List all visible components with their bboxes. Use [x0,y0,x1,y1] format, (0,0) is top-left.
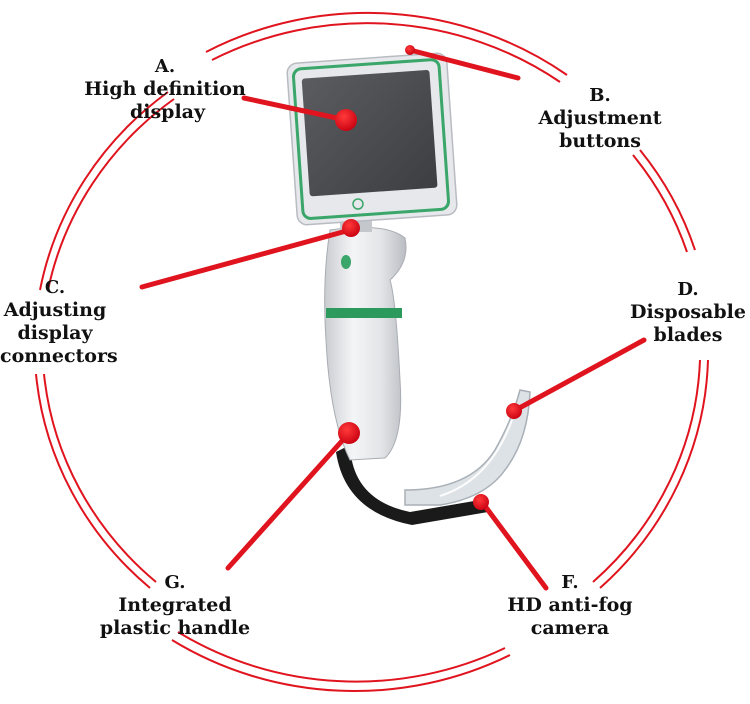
label-g-letter: G. [164,572,186,593]
ring-arc-left-lower-inner [43,373,157,583]
label-g-line2: plastic handle [99,617,251,639]
ring-arc-right-upper-inner [632,154,688,253]
ring-arc-top-inner [211,22,561,83]
laryngoscope-device [286,52,531,525]
label-c-letter: C. [44,277,66,298]
dot-d [506,403,522,419]
dot-b [405,45,415,55]
handle-grip-band [326,308,402,318]
callout-dots [335,45,522,510]
dot-c [342,219,360,237]
label-d: D. Disposable blades [626,278,750,347]
label-d-line1: Disposable [630,301,746,323]
ring-arc-right-lower-inner [592,359,701,583]
label-a: A. High definition display [80,55,250,124]
label-f-line1: HD anti-fog [507,594,633,616]
label-c: C. Adjusting display connectors [0,276,118,368]
blade-dark [336,445,488,525]
label-c-line3: connectors [0,345,118,367]
label-f-letter: F. [561,572,579,593]
label-a-line1: High definition [84,78,246,100]
leader-f [479,499,549,591]
ring-arc-bottom [171,639,511,693]
label-c-line2: display [17,322,93,344]
label-d-letter: D. [677,279,699,300]
leader-b [407,47,521,81]
label-a-line2: display [129,101,206,123]
dot-f [473,494,489,510]
dot-a [335,109,357,131]
ring-arc-top [205,11,568,76]
blade-clear [404,389,531,506]
ring-arc-right-upper [639,149,696,251]
label-d-line2: blades [653,324,723,346]
leader-d [509,337,647,415]
power-button [341,255,351,269]
label-f-line2: camera [530,617,610,639]
label-g: G. Integrated plastic handle [90,571,260,640]
label-b-letter: B. [589,85,611,106]
label-c-line1: Adjusting [3,299,107,321]
monitor-home-button [352,198,364,210]
label-a-letter: A. [154,56,176,77]
callout-lines [139,47,647,591]
label-f: F. HD anti-fog camera [485,571,655,640]
ring-arc-left-inner [47,98,175,291]
monitor-bezel [291,58,451,220]
ring-arc-left-lower [35,373,151,589]
label-g-line1: Integrated [118,594,232,616]
label-b-line1: Adjustment [538,107,662,129]
handle-body [324,226,407,461]
ring-arc-right-lower [599,359,709,589]
label-b-line2: buttons [559,130,641,152]
decorative-ring [35,11,709,693]
dot-g [338,422,360,444]
label-b: B. Adjustment buttons [515,84,685,153]
leader-g [225,429,353,571]
monitor-screen [301,70,438,197]
leader-c [139,227,353,290]
leader-a [241,95,349,123]
ring-arc-left [39,91,169,291]
blade-highlight [439,419,513,497]
ring-arc-bottom-inner [177,631,506,683]
